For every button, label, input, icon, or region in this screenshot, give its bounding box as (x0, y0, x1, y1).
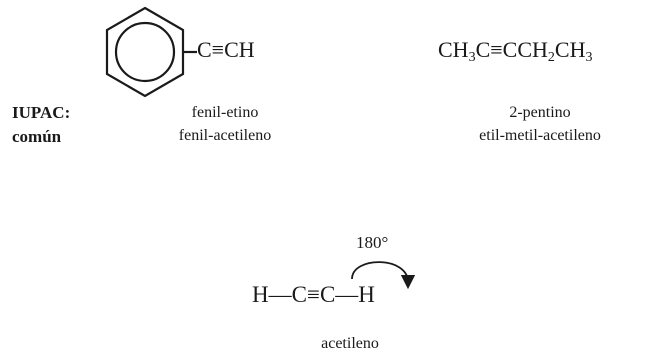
molecule1-substituent-text: C≡CH (197, 37, 255, 62)
molecule1-iupac-name: fenil-etino (191, 104, 259, 121)
iupac-label: IUPAC: (12, 103, 71, 122)
carbon-right: C (319, 282, 336, 307)
triple-bond: ≡ (306, 282, 320, 307)
molecule2-formula: CH3C≡CCH2CH3 (438, 37, 593, 65)
hydrogen-right: H (358, 282, 375, 307)
formula-part-ch-end: CH (554, 37, 586, 62)
formula-part-ch: CH (438, 37, 469, 62)
formula-part-triple: C≡CCH (475, 37, 548, 62)
acetylene-structure: H—C≡C—H (252, 282, 375, 308)
formula-sub-3-end: 3 (585, 50, 593, 65)
common-label: común (12, 127, 62, 146)
angle-arc (351, 261, 416, 290)
bond-angle-label: 180° (356, 233, 389, 252)
benzene-inner-circle (114, 21, 176, 83)
formula-sub-3: 3 (468, 50, 476, 65)
carbon-left: C (291, 282, 307, 307)
single-bond-right: — (335, 282, 359, 307)
single-bond-left: — (268, 282, 292, 307)
acetylene-name: acetileno (321, 335, 379, 352)
benzene-hexagon (105, 6, 185, 98)
hydrogen-left: H (252, 282, 269, 307)
molecule2-common-name: etil-metil-acetileno (479, 127, 601, 144)
molecule2-iupac-name: 2-pentino (509, 104, 571, 121)
formula-sub-2: 2 (547, 50, 555, 65)
molecule1-substituent: C≡CH (197, 37, 255, 63)
molecule1-common-name: fenil-acetileno (178, 127, 272, 144)
